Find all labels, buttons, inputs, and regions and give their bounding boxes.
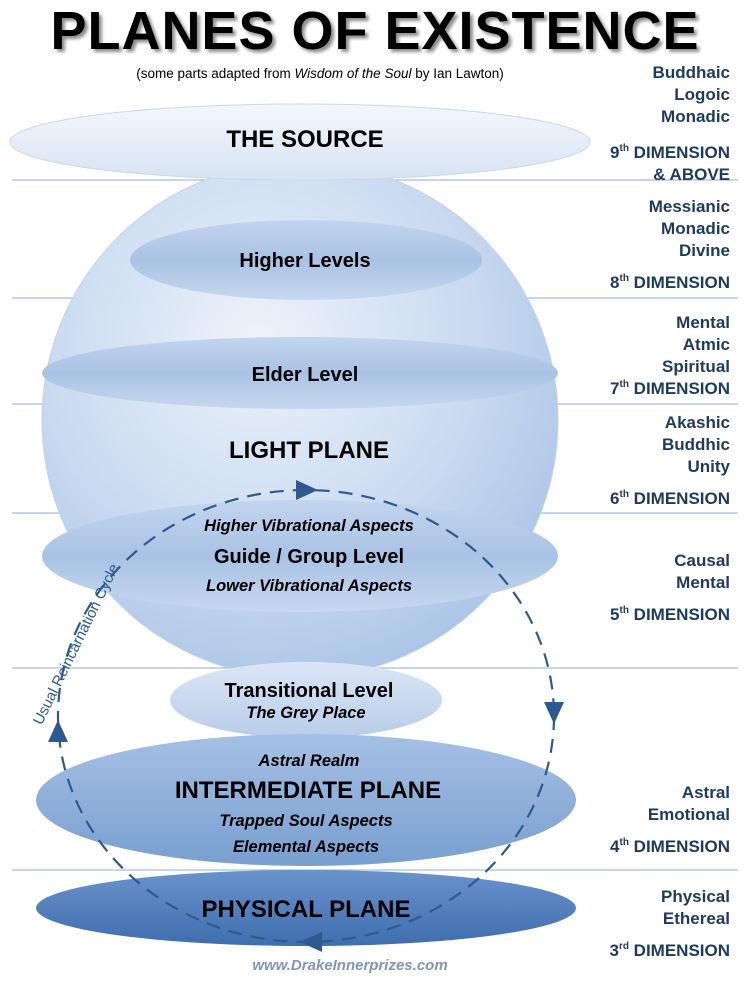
dimension-name: Ethereal [662,909,730,928]
dimension-name: Unity [687,457,731,476]
dimension-9-group: Buddhaic Logoic Monadic 9th DIMENSION & … [610,62,730,186]
grey-place-label: The Grey Place [246,704,366,722]
source-ellipse [9,103,591,181]
dim-num: 8 [610,273,620,292]
subtitle-suffix: by Ian Lawton) [411,66,504,81]
dimension-name: Akashic [664,413,730,432]
dimension-7-heading: 7th DIMENSION [610,378,730,400]
dim-sup: th [619,489,629,500]
dimension-name: Physical [661,887,730,906]
transitional-level-ellipse [170,662,442,738]
dim-word: DIMENSION [628,143,730,162]
dim-word: DIMENSION [628,379,730,398]
dim-word: DIMENSION [628,837,730,856]
dimension-4-heading: 4th DIMENSION [610,836,730,858]
dim-num: 5 [610,605,620,624]
physical-plane-ellipse [36,870,576,946]
dim-word: DIMENSION [628,605,730,624]
transitional-level-label: Transitional Level [224,680,394,702]
dim-sup: th [619,379,629,390]
dim-num: 6 [610,489,620,508]
elder-level-band [42,337,558,409]
dim-num: 7 [610,379,620,398]
cycle-arrow-bottom [300,932,322,952]
dim-word: DIMENSION [628,489,730,508]
dimension-name: Astral [681,783,730,802]
page-subtitle: (some parts adapted from Wisdom of the S… [90,66,550,81]
dimension-7-group: Mental Atmic Spiritual 7th DIMENSION [610,312,730,400]
dimension-5-heading: 5th DIMENSION [610,604,730,626]
cycle-arrow-top [296,480,318,500]
higher-levels-label: Higher Levels [239,250,371,272]
dimension-3-heading: 3rd DIMENSION [609,940,730,962]
dimension-name: Spiritual [661,357,730,376]
guide-group-band [42,500,558,612]
dim-sup: th [619,605,629,616]
dim-word: DIMENSION [628,273,730,292]
dim-sup: th [619,273,629,284]
trapped-soul-label: Trapped Soul Aspects [219,812,393,830]
dimension-3-group: Physical Ethereal 3rd DIMENSION [609,886,730,962]
dimension-name: Buddhic [662,435,730,454]
dimension-name: Messianic [648,197,730,216]
cycle-arrow-left [48,720,68,742]
dim-word: DIMENSION [628,941,730,960]
dimension-name: Causal [674,551,730,570]
source-label: THE SOURCE [226,126,384,153]
dimension-name: Mental [676,313,730,332]
astral-realm-label: Astral Realm [258,752,360,770]
dimension-name: Monadic [661,107,730,126]
dim-sup: rd [618,941,629,952]
lower-vibrational-label: Lower Vibrational Aspects [206,577,412,595]
elemental-aspects-label: Elemental Aspects [232,838,380,856]
light-plane-label: LIGHT PLANE [229,437,389,464]
dimension-8-group: Messianic Monadic Divine 8th DIMENSION [610,196,730,294]
page-title: PLANES OF EXISTENCE [50,1,700,61]
dimension-name: Emotional [647,805,730,824]
dimension-6-group: Akashic Buddhic Unity 6th DIMENSION [610,412,730,510]
dimension-5-group: Causal Mental 5th DIMENSION [610,550,730,626]
dimension-name: Monadic [661,219,730,238]
dimension-name: Logoic [674,85,730,104]
intermediate-plane-ellipse [36,734,576,866]
higher-levels-band [130,220,482,300]
dimension-9-heading: 9th DIMENSION [610,142,730,164]
dim-num: 9 [610,143,620,162]
dim-sup: th [619,837,629,848]
guide-group-label: Guide / Group Level [213,546,405,568]
elder-level-label: Elder Level [251,364,359,386]
dimension-name: Divine [678,241,730,260]
dimension-name: Mental [676,573,730,592]
cycle-arrow-right [544,702,564,724]
dimension-name: Buddhaic [652,63,730,82]
dimension-6-heading: 6th DIMENSION [610,488,730,510]
intermediate-plane-label: INTERMEDIATE PLANE [174,777,442,804]
subtitle-book: Wisdom of the Soul [294,66,412,81]
dim-sup: th [619,143,629,154]
higher-vibrational-label: Higher Vibrational Aspects [204,517,414,535]
dim-num: 3 [609,941,619,960]
dimension-name: Atmic [682,335,730,354]
physical-plane-label: PHYSICAL PLANE [201,896,411,923]
dimension-8-heading: 8th DIMENSION [610,272,730,294]
website-footer: www.DrakeInnerprizes.com [252,957,448,974]
subtitle-prefix: (some parts adapted from [136,66,295,81]
dimension-4-group: Astral Emotional 4th DIMENSION [610,782,730,858]
dimension-9-extra: & ABOVE [653,165,730,184]
dim-num: 4 [610,837,620,856]
